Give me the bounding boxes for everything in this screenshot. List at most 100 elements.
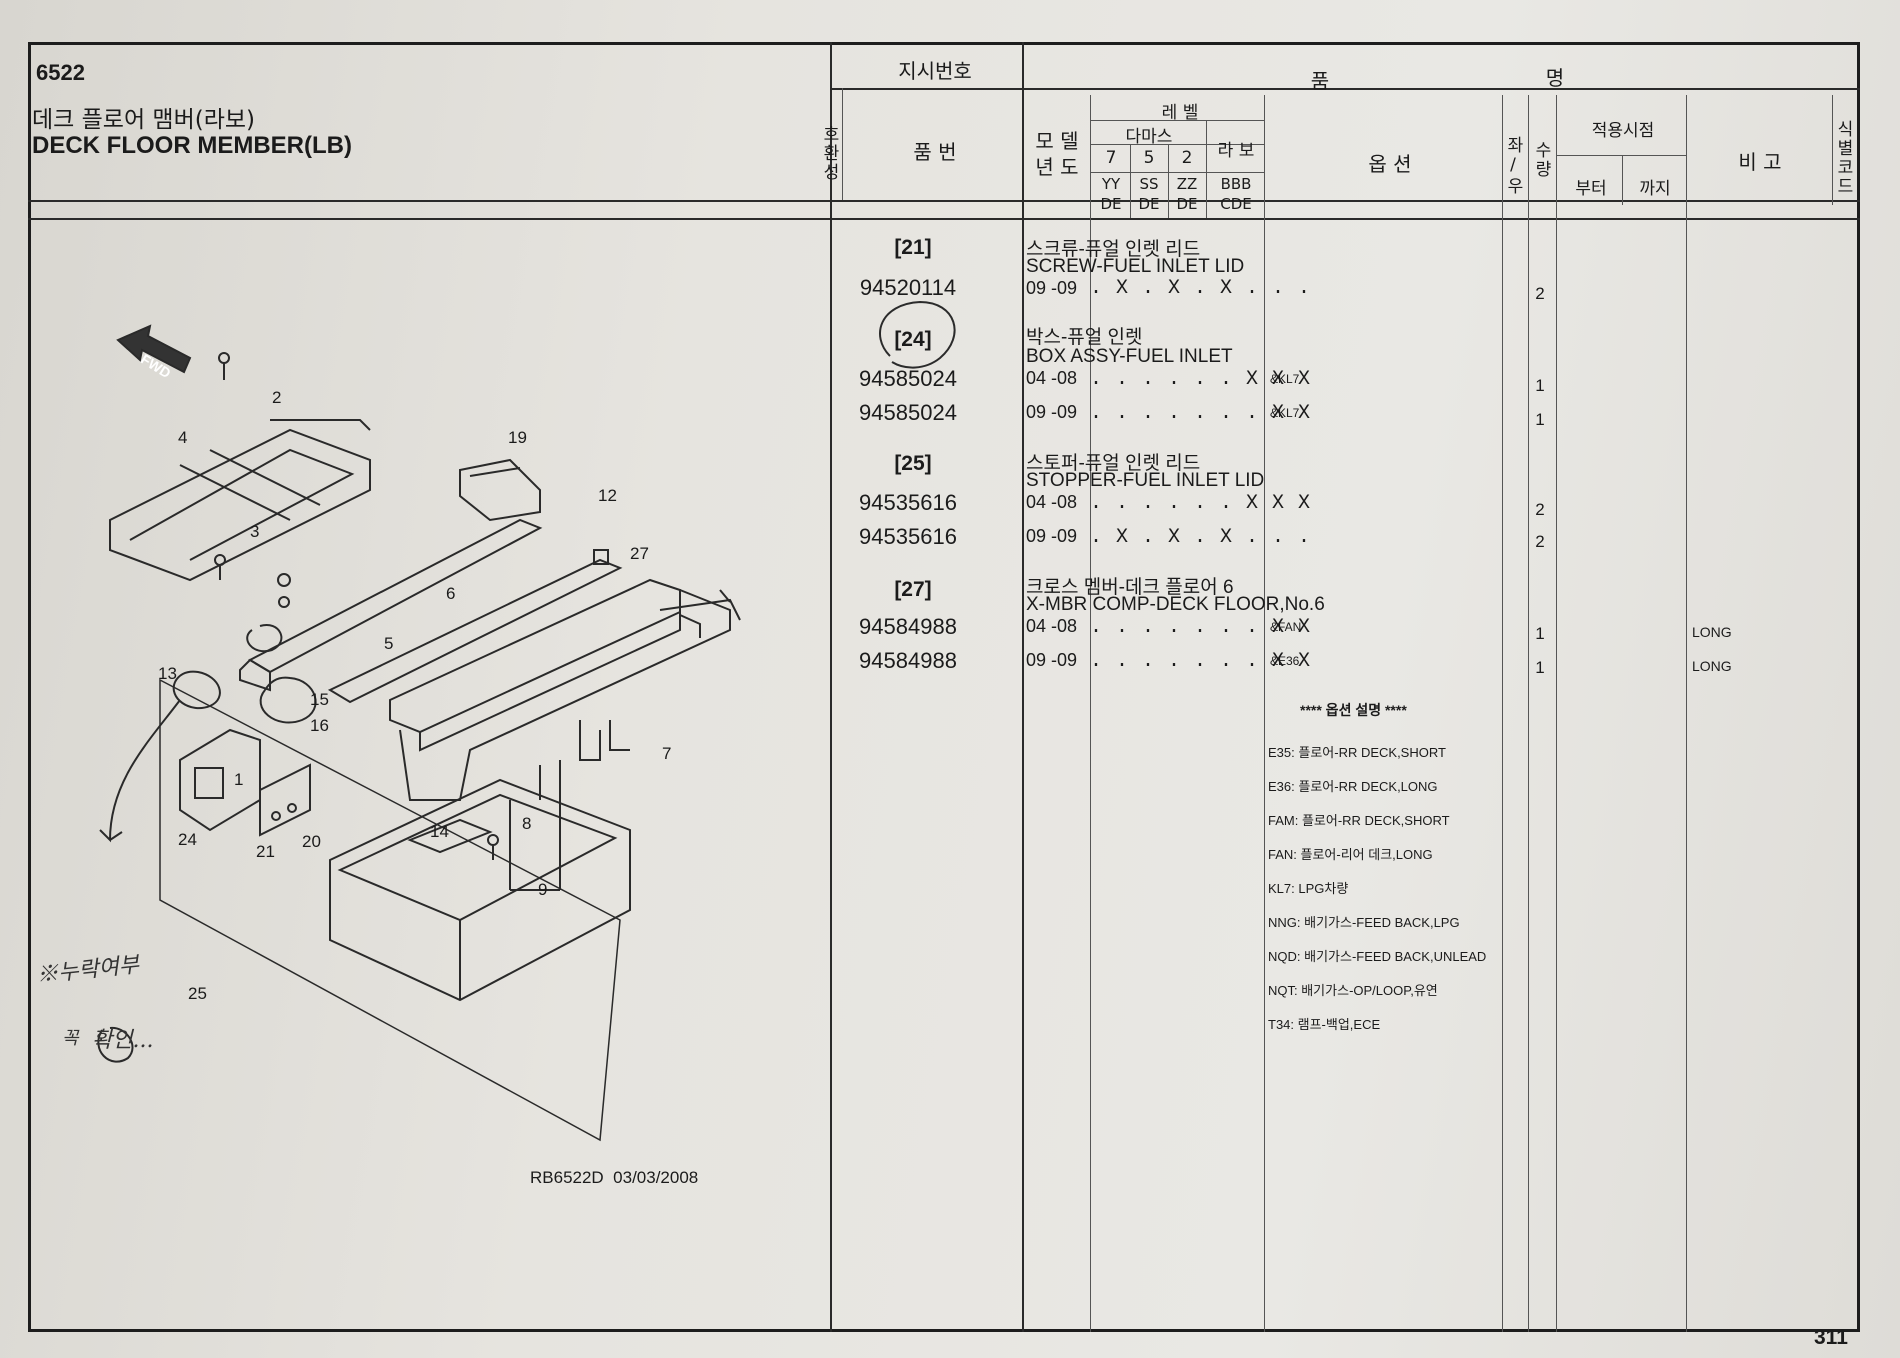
option-legend-item: KL7: LPG차량 — [1268, 881, 1349, 896]
header-top-rule — [830, 88, 1860, 90]
callout-2: 2 — [272, 388, 282, 407]
quantity: 1 — [1535, 658, 1545, 677]
col-sep-compat — [842, 88, 843, 200]
part-number[interactable]: 94584988 — [859, 648, 957, 673]
header-damas-col-7: 7 — [1105, 148, 1117, 168]
group-name-en-21: SCREW-FUEL INLET LID — [1026, 256, 1245, 277]
col-sep-left — [830, 42, 832, 1332]
header-option: 옵 션 — [1368, 152, 1412, 176]
col-sep-to — [1686, 95, 1687, 1332]
model-year: 04 -08 — [1026, 616, 1078, 636]
level-marks: . . . . . . . X X — [1090, 650, 1312, 673]
part-number[interactable]: 94535616 — [859, 524, 957, 549]
callout-3: 3 — [250, 522, 260, 541]
level-marks: . X . X . X . . . — [1090, 277, 1312, 300]
quantity: 1 — [1535, 624, 1545, 643]
group-ref-27: [27] — [894, 578, 932, 601]
callout-12: 12 — [598, 486, 617, 505]
col-sep-level — [1264, 95, 1265, 1332]
option-code: &KL7 — [1270, 372, 1300, 386]
option-code: &KL7 — [1270, 406, 1300, 420]
col-sep-lr — [1528, 95, 1529, 1332]
header-from: 부터 — [1575, 179, 1607, 199]
level-col-c — [1206, 120, 1207, 218]
option-legend-item: NQD: 배기가스-FEED BACK,UNLEAD — [1268, 949, 1487, 964]
option-legend-item: E35: 플로어-RR DECK,SHORT — [1268, 745, 1446, 760]
group-ref-24: [24] — [894, 328, 932, 351]
model-year: 09 -09 — [1026, 278, 1078, 298]
callout-24: 24 — [178, 830, 197, 849]
header-code-yyde: YY DE — [1100, 175, 1122, 213]
header-code-ssde: SS DE — [1138, 175, 1160, 213]
handwritten-circle-note: 꼭 — [62, 1028, 79, 1049]
title-korean: 데크 플로어 맴버(라보) — [32, 107, 256, 133]
header-remark: 비 고 — [1738, 150, 1782, 174]
group-name-kr-21: 스크류-퓨얼 인렛 리드 — [1026, 239, 1201, 260]
quantity: 2 — [1535, 284, 1545, 303]
group-name-kr-25: 스토퍼-퓨얼 인렛 리드 — [1026, 453, 1201, 474]
callout-7: 9 — [538, 880, 548, 899]
remark: LONG — [1692, 624, 1732, 640]
callout-15: 15 — [310, 690, 329, 709]
callout-4: 4 — [178, 428, 188, 447]
header-damas: 다마스 — [1125, 127, 1173, 147]
title-english: DECK FLOOR MEMBER(LB) — [32, 132, 352, 159]
model-year: 09 -09 — [1026, 526, 1078, 546]
callout-14: 14 — [430, 822, 449, 841]
option-legend-item: T34: 램프-백업,ECE — [1268, 1017, 1381, 1032]
section-code: 6522 — [36, 60, 85, 85]
option-legend-title: **** 옵션 설명 **** — [1300, 702, 1407, 718]
header-damas-col-2: 2 — [1181, 148, 1193, 168]
page-frame — [28, 42, 1860, 1332]
header-double-rule — [28, 218, 1860, 220]
callout-9: 7 — [662, 744, 672, 763]
page-number: 311 — [1814, 1326, 1848, 1349]
exploded-parts-diagram — [97, 324, 741, 1142]
callout-13: 13 — [158, 664, 177, 683]
quantity: 2 — [1535, 532, 1545, 551]
model-year: 04 -08 — [1026, 492, 1078, 512]
part-number[interactable]: 94585024 — [859, 366, 957, 391]
quantity: 1 — [1535, 410, 1545, 429]
header-compat: 호환성 — [819, 124, 839, 182]
level-marks: . . . . . . . X X — [1090, 402, 1312, 425]
header-bottom-rule — [28, 200, 1860, 202]
level-rule-1 — [1090, 120, 1264, 121]
callout-21: 20 — [302, 832, 321, 851]
part-number[interactable]: 94584988 — [859, 614, 957, 639]
part-number[interactable]: 94585024 — [859, 400, 957, 425]
level-marks: . X . X . X . . . — [1090, 526, 1312, 549]
callout-5: 5 — [384, 634, 394, 653]
header-apply-period: 적용시점 — [1591, 121, 1655, 141]
handwritten-circle-24 — [879, 300, 956, 369]
header-part-name-2: 명 — [1545, 66, 1565, 90]
part-number[interactable]: 94535616 — [859, 490, 957, 515]
header-code-zzde: ZZ DE — [1176, 175, 1198, 213]
period-rule — [1556, 155, 1686, 156]
header-damas-col-5: 5 — [1143, 148, 1155, 168]
level-marks: . . . . . . . X X — [1090, 616, 1312, 639]
model-year: 09 -09 — [1026, 650, 1078, 670]
group-name-en-27: X-MBR COMP-DECK FLOOR,No.6 — [1026, 594, 1325, 615]
option-code: &FAN — [1270, 620, 1302, 634]
header-to: 까지 — [1639, 179, 1671, 199]
model-year: 09 -09 — [1026, 402, 1078, 422]
group-ref-25: [25] — [894, 452, 932, 475]
header-instruction-no: 지시번호 — [898, 59, 972, 83]
callout-25: 25 — [188, 984, 207, 1003]
col-sep-year — [1090, 95, 1091, 1332]
col-sep-from — [1622, 155, 1623, 205]
callout-19: 19 — [508, 428, 527, 447]
callout-6: 6 — [446, 584, 456, 603]
option-legend-item: NNG: 배기가스-FEED BACK,LPG — [1268, 915, 1460, 930]
level-col-b — [1168, 144, 1169, 218]
header-qty: 수량 — [1531, 141, 1551, 179]
col-sep-option — [1502, 95, 1503, 1332]
header-id-code: 식별코드 — [1833, 119, 1853, 196]
part-number[interactable]: 94520114 — [859, 275, 957, 300]
callout-20: 21 — [256, 842, 275, 861]
option-legend-item: FAM: 플로어-RR DECK,SHORT — [1268, 813, 1450, 828]
group-name-en-24: BOX ASSY-FUEL INLET — [1026, 346, 1233, 367]
model-year: 04 -08 — [1026, 368, 1078, 388]
